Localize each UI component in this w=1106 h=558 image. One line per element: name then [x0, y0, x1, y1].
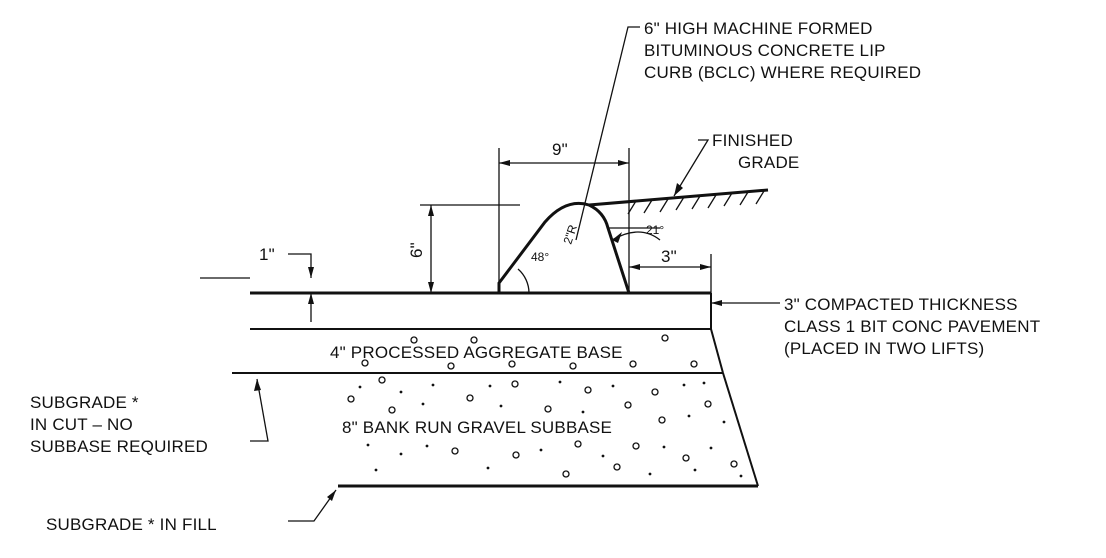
dim-3in-label: 3" — [661, 247, 677, 266]
finished-grade-label-line1: FINISHED — [712, 131, 793, 150]
aggregate-base-edge — [710, 328, 724, 374]
aggregate-symbols — [347, 334, 743, 478]
lip-curb-label-line2: BITUMINOUS CONCRETE LIP — [644, 41, 886, 60]
finished-grade-line — [588, 188, 769, 207]
dim-1in-arrow-bottom — [308, 293, 314, 304]
dim-9in-arrow-left — [499, 160, 510, 166]
dim-1in-label: 1" — [259, 245, 275, 264]
pavement-label-line2: CLASS 1 BIT CONC PAVEMENT — [784, 317, 1040, 336]
subgrade-fill-leader — [288, 489, 337, 522]
dim-6in-arrow-top — [428, 205, 434, 216]
aggregate-base-label: 4" PROCESSED AGGREGATE BASE — [330, 343, 623, 362]
lip-curb-outline — [497, 201, 631, 294]
lip-curb-label-line3: CURB (BCLC) WHERE REQUIRED — [644, 63, 921, 82]
dim-1in-leader — [288, 253, 312, 278]
lip-curb-leader — [575, 26, 640, 241]
pavement-label-line1: 3" COMPACTED THICKNESS — [784, 295, 1018, 314]
dim-9in-label: 9" — [552, 140, 568, 159]
pavement-leader-arrow — [711, 300, 722, 306]
radius-2in-label: 2"R — [561, 223, 580, 246]
pavement-label-line3: (PLACED IN TWO LIFTS) — [784, 339, 984, 358]
finished-grade-hatching — [627, 190, 765, 215]
finished-grade-label-line2: GRADE — [738, 153, 799, 172]
gravel-subbase-label: 8" BANK RUN GRAVEL SUBBASE — [342, 418, 612, 437]
dim-6in-arrow-bottom — [428, 282, 434, 293]
subgrade-cut-label-line2: IN CUT – NO — [30, 415, 133, 434]
subgrade-fill-arrow — [327, 490, 336, 501]
dim-9in-arrow-right — [618, 160, 629, 166]
dim-1in-arrow-top — [308, 267, 314, 278]
dim-3in-arrow-left — [629, 264, 640, 270]
lip-curb-label-line1: 6" HIGH MACHINE FORMED — [644, 19, 873, 38]
subgrade-fill-label: SUBGRADE * IN FILL — [46, 515, 217, 534]
subgrade-cut-label-line3: SUBBASE REQUIRED — [30, 437, 208, 456]
angle-48-arc — [517, 268, 530, 294]
subgrade-cut-leader — [250, 378, 269, 442]
subgrade-cut-arrow — [254, 379, 261, 391]
finished-grade-leader — [673, 139, 710, 197]
dim-6in-label: 6" — [407, 242, 426, 258]
subgrade-cut-label-line1: SUBGRADE * — [30, 393, 139, 412]
angle-21-label: 21° — [646, 223, 664, 237]
angle-21-arrowhead — [612, 232, 622, 243]
angle-48-label: 48° — [531, 250, 549, 264]
finished-grade-leader-arrow — [674, 183, 683, 196]
dim-3in-arrow-right — [700, 264, 711, 270]
subbase-edge — [722, 372, 759, 487]
